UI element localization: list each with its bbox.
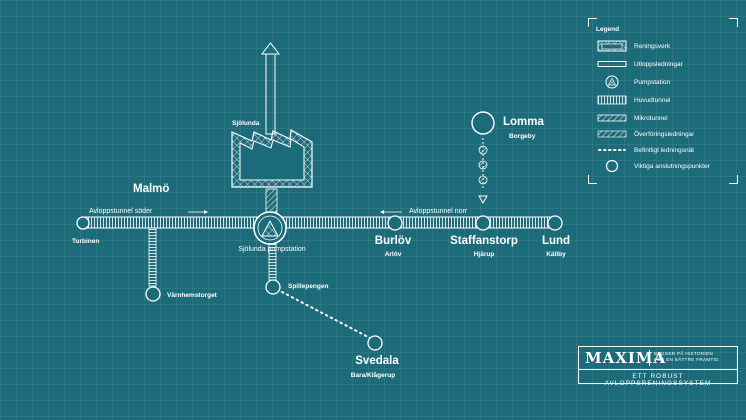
brand-name: MAXIMA <box>585 349 667 367</box>
treatment-plant <box>231 129 313 188</box>
brand-divider <box>649 350 650 366</box>
legend-corner <box>729 175 738 184</box>
brand-subtitle: ETT ROBUST AVLOPPSRENINGSSYSTEM <box>604 373 712 387</box>
brand-tagline-2: FÖR EN BÄTTRE FRAMTID <box>654 357 719 362</box>
legend-label: Huvudtunnel <box>634 96 671 104</box>
label-arlov: Arlöv <box>384 251 402 258</box>
burlov-node <box>387 215 403 231</box>
connection-point-icon <box>596 159 628 173</box>
spillepengen-node <box>265 279 281 295</box>
lomma-micro-pump-1 <box>478 145 488 155</box>
arrow-north-icon <box>380 210 402 214</box>
label-burlov: Burlöv <box>374 235 412 247</box>
label-lomma: Lomma <box>503 116 544 128</box>
lomma-micro-pump-2 <box>478 160 488 170</box>
legend-item-reningsverk: Reningsverk <box>596 39 670 53</box>
label-staffanstorp: Staffanstorp <box>450 235 518 247</box>
legend-item-huvudtunnel: Huvudtunnel <box>596 93 671 107</box>
legend-label: Utloppsledningar <box>634 60 683 68</box>
main-tunnel-icon <box>596 93 628 107</box>
label-turbinen: Turbinen <box>72 238 100 245</box>
legend-item-overforing: Överföringsledningar <box>596 127 694 141</box>
legend-label: Befintligt ledningsnät <box>634 146 694 154</box>
legend-corner <box>588 175 597 184</box>
outlet-arrow-icon <box>260 42 281 55</box>
lomma-micro-pump-3 <box>478 175 488 185</box>
legend-item-utlopp: Utloppsledningar <box>596 57 683 71</box>
maxima-brand: MAXIMA BYGGER PÅ HISTORIEN FÖR EN BÄTTRE… <box>578 346 738 387</box>
label-lund: Lund <box>541 235 571 247</box>
legend-label: Viktiga anslutningspunkter <box>634 162 710 170</box>
turbinen-node <box>76 216 90 230</box>
label-borgeby: Borgeby <box>509 133 536 140</box>
transfer-pipe-varnhemstorget <box>148 227 157 287</box>
lund-node <box>547 215 563 231</box>
legend-corner <box>729 18 738 27</box>
legend-item-mikrotunnel: Mikrotunnel <box>596 111 668 125</box>
label-hjarup: Hjärup <box>473 251 495 258</box>
brand-rule <box>579 369 737 370</box>
svedala-node <box>367 335 383 351</box>
legend-label: Reningsverk <box>634 42 671 50</box>
transfer-pipe-icon <box>596 127 628 141</box>
outlet-pipe <box>265 53 276 135</box>
label-svedala: Svedala <box>355 355 399 367</box>
micro-tunnel-icon <box>596 111 628 125</box>
legend-label: Överföringsledningar <box>634 130 695 138</box>
lomma-node <box>471 111 495 135</box>
brand-tagline: BYGGER PÅ HISTORIEN FÖR EN BÄTTRE FRAMTI… <box>654 351 719 363</box>
legend-corner <box>588 18 597 27</box>
legend-item-befintligt: Befintligt ledningsnät <box>596 143 694 157</box>
existing-network-icon <box>596 143 628 157</box>
label-sjolunda: Sjölunda <box>232 120 260 127</box>
legend-label: Mikrotunnel <box>634 114 668 122</box>
label-spillepengen: Spillepengen <box>288 283 329 290</box>
varnhemstorget-node <box>145 286 161 302</box>
existing-network-svedala <box>281 291 371 339</box>
label-tunnel-south: Avloppstunnel söder <box>89 208 153 215</box>
label-kallby: Källby <box>546 251 566 258</box>
pump-to-plant-pipe <box>265 188 278 213</box>
legend-title: Legend <box>596 26 620 33</box>
label-malmo: Malmö <box>133 183 170 195</box>
staffanstorp-node <box>475 215 491 231</box>
legend-item-anslutning: Viktiga anslutningspunkter <box>596 159 710 173</box>
label-bara-klagerup: Bara/Klågerup <box>350 372 396 379</box>
sjolunda-pump-station <box>253 211 287 245</box>
label-varnhemstorget: Värnhemstorget <box>167 292 217 299</box>
label-sjolunda-pumpstation: Sjölunda pumpstation <box>238 246 306 253</box>
outlet-pipe-icon <box>596 57 628 71</box>
legend-label: Pumpstation <box>634 78 671 86</box>
legend: Legend Reningsverk Utloppsledningar <box>588 18 738 184</box>
label-tunnel-north: Avloppstunnel norr <box>409 208 468 215</box>
pump-station-icon <box>596 75 628 89</box>
brand-tagline-1: BYGGER PÅ HISTORIEN <box>654 351 713 356</box>
arrow-south-icon <box>188 210 208 214</box>
treatment-plant-icon <box>596 39 628 53</box>
legend-item-pumpstation: Pumpstation <box>596 75 670 89</box>
lomma-arrow-icon <box>478 195 488 205</box>
